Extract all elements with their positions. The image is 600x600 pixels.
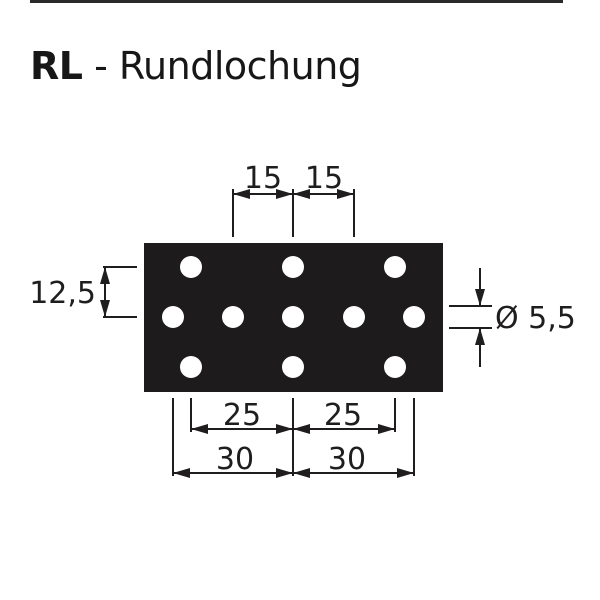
round-hole bbox=[162, 306, 184, 328]
dimension-arrowhead bbox=[191, 424, 208, 434]
dimension-arrowhead bbox=[293, 424, 310, 434]
dimension-arrowhead bbox=[276, 424, 293, 434]
dimension-arrowhead bbox=[276, 468, 293, 478]
round-hole bbox=[384, 356, 406, 378]
round-hole bbox=[403, 306, 425, 328]
dimension-arrowhead bbox=[276, 189, 293, 199]
dimension-arrowhead bbox=[378, 424, 395, 434]
round-hole bbox=[180, 356, 202, 378]
pattern-name: Rundlochung bbox=[118, 44, 362, 88]
dimension-arrowhead bbox=[100, 267, 110, 284]
dimension-label: 25 bbox=[223, 398, 261, 433]
dimension-label: 12,5 bbox=[29, 276, 96, 311]
dimension-arrowhead bbox=[293, 189, 310, 199]
dimension-arrowhead bbox=[337, 189, 354, 199]
dimension-arrowhead bbox=[173, 468, 190, 478]
top-divider-rule bbox=[30, 0, 563, 3]
round-hole bbox=[282, 256, 304, 278]
dimension-arrowhead bbox=[475, 289, 485, 306]
title-separator: - bbox=[82, 44, 119, 88]
round-hole bbox=[180, 256, 202, 278]
dimension-label: 25 bbox=[324, 398, 362, 433]
round-hole bbox=[384, 256, 406, 278]
dimension-label: 15 bbox=[305, 161, 343, 196]
dimension-arrowhead bbox=[233, 189, 250, 199]
dimension-arrowhead bbox=[475, 328, 485, 345]
dimension-arrowhead bbox=[100, 300, 110, 317]
pattern-code: RL bbox=[30, 44, 83, 88]
dimension-label: 15 bbox=[244, 161, 282, 196]
round-hole bbox=[282, 306, 304, 328]
round-hole bbox=[282, 356, 304, 378]
round-hole bbox=[222, 306, 244, 328]
dimension-arrowhead bbox=[397, 468, 414, 478]
dimension-label: 30 bbox=[328, 442, 366, 477]
round-hole bbox=[343, 306, 365, 328]
dimension-arrowhead bbox=[293, 468, 310, 478]
page-title: RL - Rundlochung bbox=[30, 44, 362, 88]
dimension-label: 30 bbox=[216, 442, 254, 477]
dimension-label: Ø 5,5 bbox=[495, 301, 576, 336]
